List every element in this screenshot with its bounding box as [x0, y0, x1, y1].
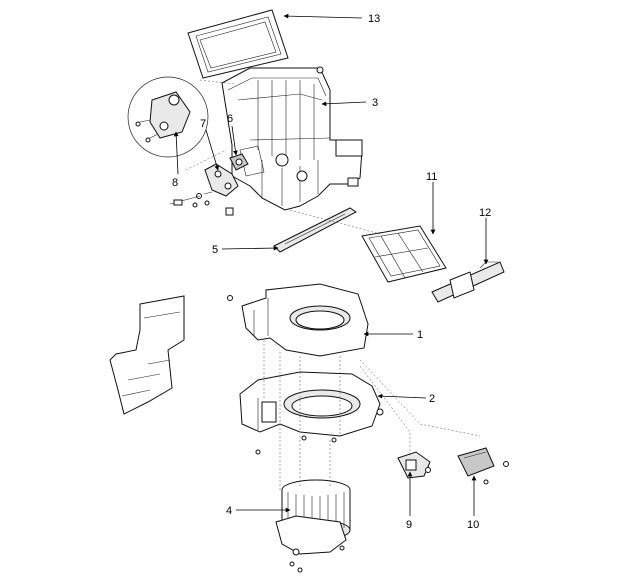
callout-2: 2	[429, 393, 435, 405]
callout-11: 11	[426, 171, 437, 183]
assembly-lines	[185, 79, 481, 490]
callout-4: 4	[226, 505, 232, 517]
callout-labels: 13 3 6 7 8 5 11 12 1 2 4 9 10	[172, 13, 491, 531]
part-8-actuator	[127, 76, 209, 158]
leader-lines	[173, 13, 489, 516]
part-3-upper-case	[221, 66, 363, 211]
callout-10: 10	[467, 519, 479, 531]
part-11-filter	[361, 225, 447, 283]
part-2-lower-housing	[239, 371, 384, 455]
callout-3: 3	[372, 97, 378, 109]
callout-7: 7	[200, 118, 206, 130]
part-4-blower-fan	[275, 479, 351, 573]
callout-9: 9	[406, 519, 412, 531]
part-1-upper-housing	[227, 283, 369, 357]
part-13-gasket	[187, 9, 289, 79]
side-duct	[109, 295, 185, 415]
part-5-strip	[273, 207, 357, 253]
callout-6: 6	[227, 113, 233, 125]
part-9-resistor	[397, 451, 431, 479]
callout-1: 1	[417, 329, 423, 341]
callout-8: 8	[172, 177, 178, 189]
callout-12: 12	[479, 207, 491, 219]
part-10-module	[457, 447, 509, 485]
callout-13: 13	[368, 13, 380, 25]
callout-5: 5	[212, 244, 218, 256]
part-7-lever	[169, 163, 239, 216]
part-12-cover	[431, 261, 505, 303]
part-6-motor	[229, 153, 249, 171]
